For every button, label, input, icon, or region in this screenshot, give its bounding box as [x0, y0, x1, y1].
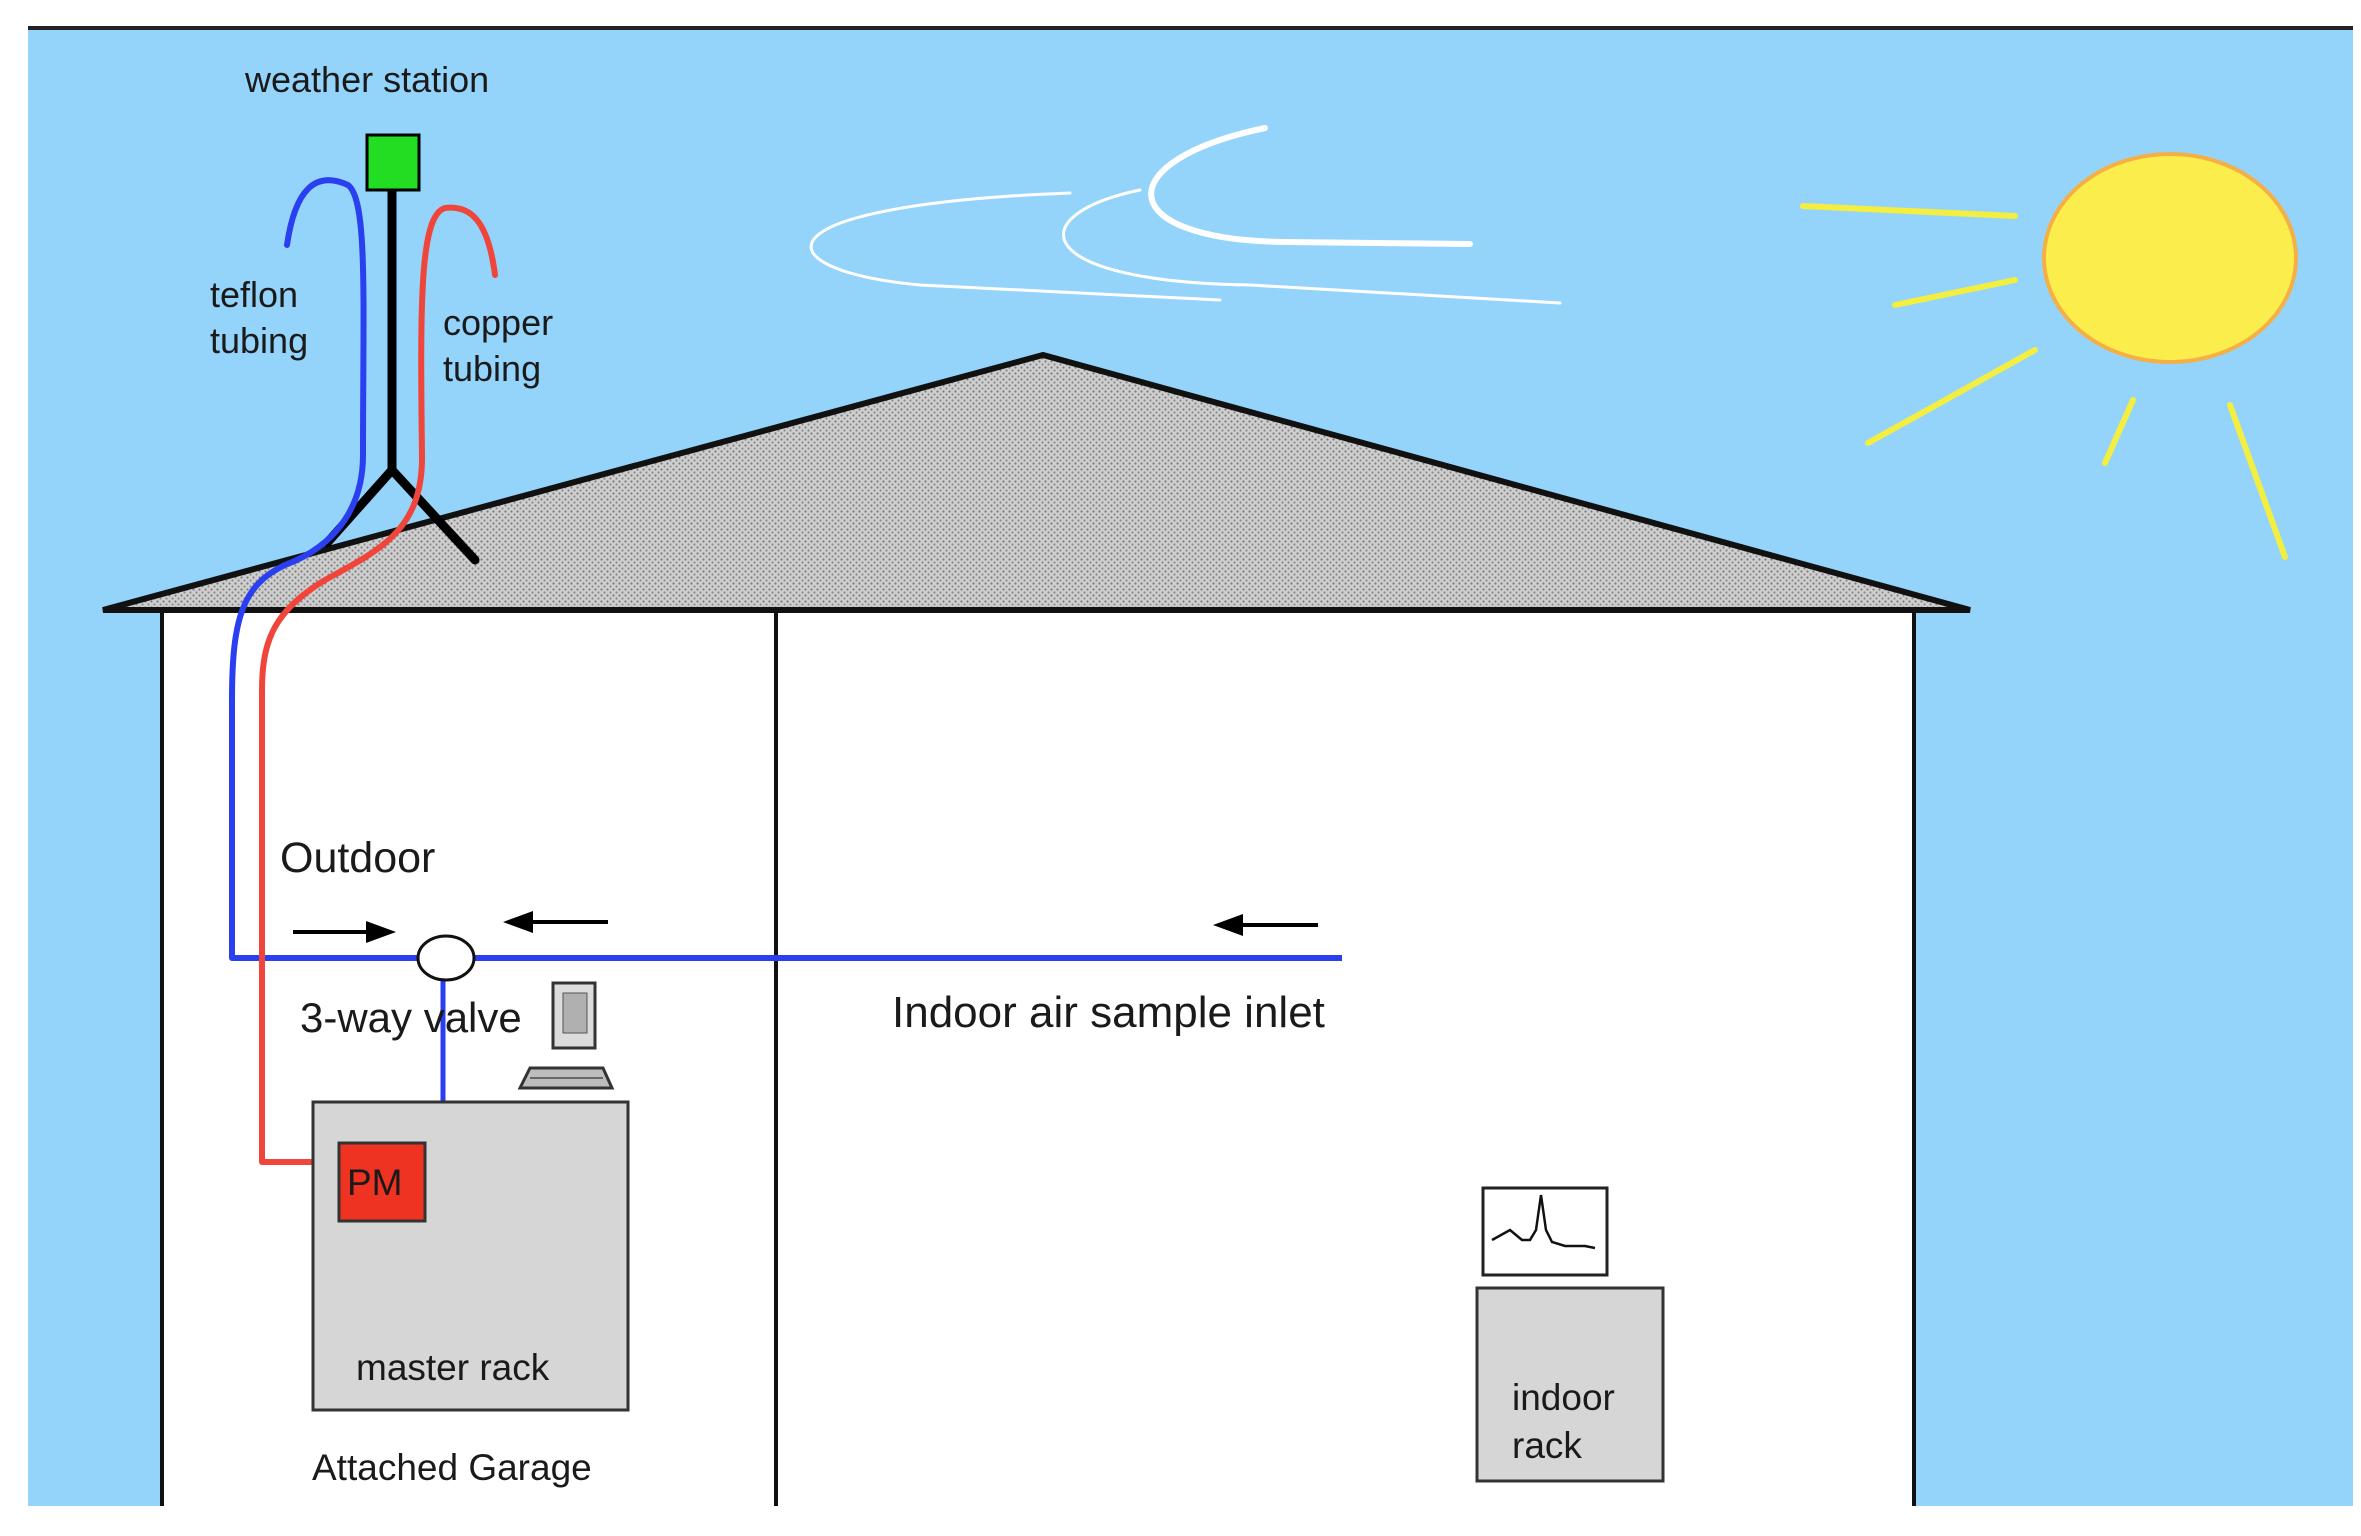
indoor-rack-label-line1: indoor: [1512, 1377, 1615, 1418]
pm-label: PM: [347, 1162, 403, 1203]
teflon-tubing-label-line1: teflon: [210, 274, 298, 315]
attached-garage-label: Attached Garage: [312, 1447, 592, 1488]
indoor-inlet-label: Indoor air sample inlet: [892, 988, 1325, 1037]
sun-icon: [1800, 152, 2298, 560]
arrow-left-icon: [503, 911, 608, 933]
copper-tubing: [259, 204, 498, 1165]
pm-box: [337, 1141, 427, 1223]
copper-tubing-label-line2: tubing: [443, 348, 541, 389]
teflon-tubing-label-line2: tubing: [210, 320, 308, 361]
wind-icon: [809, 125, 1562, 305]
computer-icon: [517, 981, 615, 1090]
chromatogram-display: [1481, 1186, 1609, 1277]
three-way-valve-label: 3-way valve: [300, 994, 522, 1041]
indoor-rack: [1475, 1286, 1665, 1483]
three-way-valve: [416, 934, 476, 982]
weather-station-label: weather station: [244, 59, 489, 100]
weather-station: [322, 133, 480, 565]
arrow-right-icon: [293, 921, 396, 943]
chromatogram-icon: [1491, 1194, 1596, 1250]
copper-tubing-label-line1: copper: [443, 302, 553, 343]
outdoor-label: Outdoor: [280, 834, 435, 882]
arrow-left-icon: [1213, 914, 1318, 936]
indoor-rack-label-line2: rack: [1512, 1425, 1582, 1466]
weather-station-box: [365, 133, 421, 192]
master-rack-label: master rack: [356, 1347, 550, 1388]
teflon-tubing: [229, 177, 433, 961]
